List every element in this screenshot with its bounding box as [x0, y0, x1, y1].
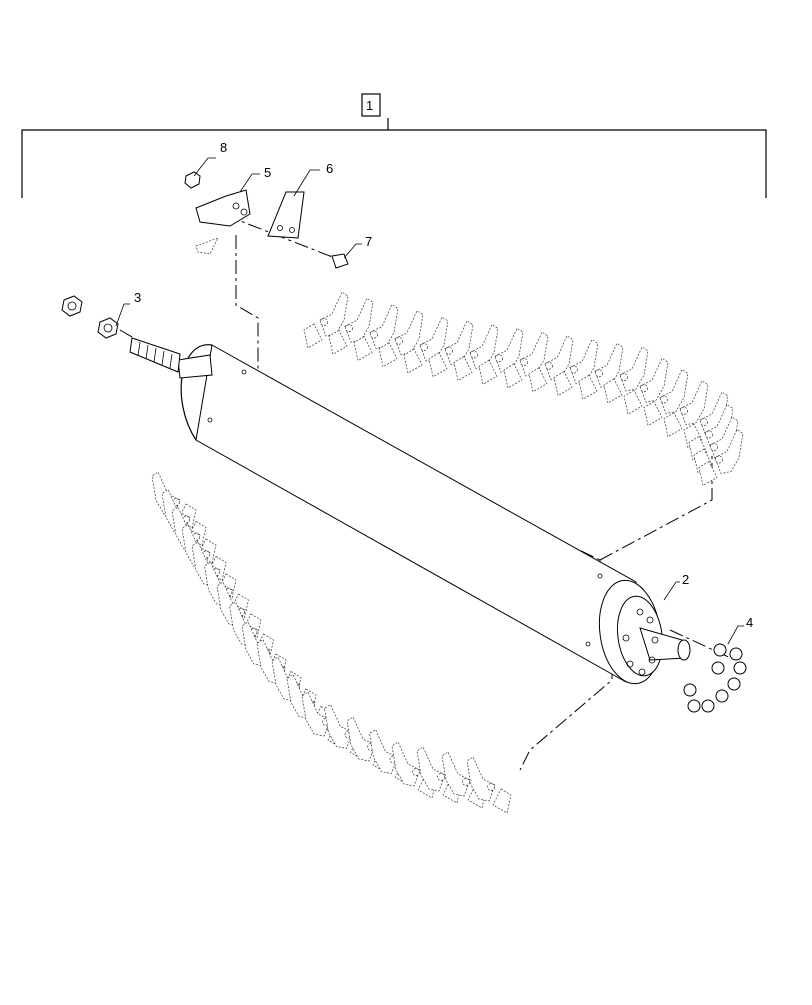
- knife-bolt-icon: [437, 773, 445, 781]
- knife-blade-icon: [492, 788, 512, 814]
- knife-icon: [319, 291, 349, 337]
- callout-3: 3: [134, 290, 141, 305]
- knife-bolt-icon: [680, 406, 688, 415]
- knife-icon: [369, 728, 398, 774]
- knife-blade-icon: [378, 342, 398, 368]
- knife-blade-icon: [453, 356, 473, 382]
- knife-blade-icon: [353, 336, 373, 362]
- knife-icon: [391, 741, 421, 787]
- knife-icon: [441, 751, 471, 797]
- knife-icon: [324, 703, 353, 749]
- knife-icon: [679, 380, 709, 426]
- knife-blade-icon: [403, 348, 423, 374]
- callout-7: 7: [365, 234, 372, 249]
- plate-icon: [267, 191, 305, 239]
- knife-blade-icon: [623, 389, 643, 415]
- knife-icon: [659, 368, 689, 414]
- knife-bolt-icon: [495, 354, 503, 363]
- knife-blade-icon: [643, 401, 663, 427]
- callout-1: 1: [366, 98, 373, 113]
- knife-bolt-icon: [462, 778, 470, 786]
- knife-icon: [619, 346, 649, 392]
- callout-4: 4: [746, 615, 753, 630]
- knife-icon: [639, 357, 669, 403]
- knife-icon: [369, 303, 399, 349]
- knife-bolt-icon: [640, 384, 648, 393]
- knife-icon: [419, 316, 449, 362]
- knife-bolt-icon: [320, 318, 328, 326]
- knife-icon: [594, 342, 624, 388]
- knife-bolt-icon: [620, 373, 628, 381]
- nut-icon: [184, 171, 201, 189]
- knife-bolt-icon: [345, 324, 353, 333]
- knife-blade-icon: [553, 371, 573, 397]
- knife-icon: [394, 310, 424, 356]
- knife-bolt-icon: [420, 343, 428, 351]
- knife-bolt-icon: [700, 418, 708, 426]
- knife-bolt-icon: [710, 443, 718, 451]
- knife-blade-icon: [578, 374, 598, 400]
- knife-icon: [444, 320, 474, 366]
- knife-icon: [569, 338, 599, 384]
- callout-leaders: 8 5 6 7 3 2 4: [115, 140, 753, 645]
- knife-holder-icon: [195, 189, 251, 255]
- callout-5: 5: [264, 165, 271, 180]
- knife-bolt-icon: [412, 768, 420, 776]
- knife-blade-icon: [503, 363, 523, 389]
- knife-icon: [544, 335, 574, 381]
- bolt-ring-icon: [683, 643, 747, 713]
- knife-bolt-icon: [445, 346, 453, 355]
- knife-bolt-icon: [470, 350, 478, 359]
- knife-blade-icon: [603, 378, 623, 404]
- callout-6: 6: [326, 161, 333, 176]
- knife-icon: [714, 428, 744, 474]
- knife-bolt-icon: [660, 395, 668, 404]
- knife-icon: [344, 297, 374, 343]
- knife-blade-icon: [698, 461, 718, 487]
- knife-icon: [301, 691, 331, 737]
- hex-nut-icon: [61, 295, 119, 339]
- knife-blade-icon: [428, 352, 448, 378]
- knife-bolt-icon: [520, 358, 528, 366]
- knife-blade-icon: [663, 412, 683, 438]
- knife-bolt-icon: [370, 330, 378, 339]
- knife-icon: [346, 716, 376, 762]
- knife-blade-icon: [303, 323, 323, 349]
- knife-bolt-icon: [487, 783, 495, 791]
- assembly-bracket-icon: 1: [21, 93, 767, 198]
- drum-cylinder-icon: [129, 337, 691, 685]
- knife-bolt-icon: [715, 455, 723, 464]
- upper-knife-row: [303, 291, 744, 487]
- knife-bolt-icon: [395, 336, 403, 345]
- knife-bolt-icon: [595, 369, 603, 378]
- callout-8: 8: [220, 140, 227, 155]
- callout-box-1: [361, 93, 381, 117]
- knife-icon: [466, 756, 496, 802]
- knife-icon: [469, 323, 499, 369]
- knife-bolt-icon: [545, 361, 553, 370]
- knife-icon: [416, 746, 446, 792]
- knife-blade-icon: [478, 359, 498, 385]
- knife-bolt-icon: [570, 365, 578, 374]
- knife-bolt-icon: [705, 430, 713, 439]
- callout-2: 2: [682, 572, 689, 587]
- knife-icon: [494, 327, 524, 373]
- knife-blade-icon: [328, 329, 348, 355]
- knife-icon: [519, 331, 549, 377]
- lower-knife-row: [151, 471, 512, 814]
- knife-blade-icon: [528, 367, 548, 393]
